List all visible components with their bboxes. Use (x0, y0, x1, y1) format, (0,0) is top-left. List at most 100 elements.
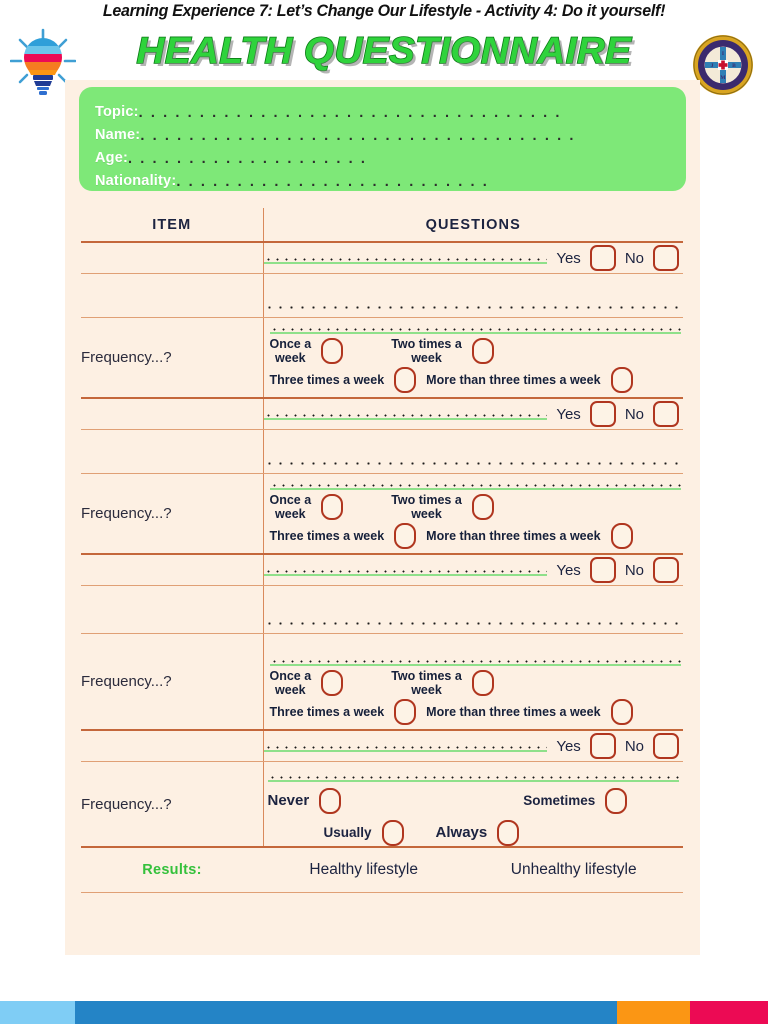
answer-line[interactable] (264, 762, 684, 782)
scale-option-sometimes[interactable]: Sometimes (523, 788, 628, 814)
scale-group: Never Sometimes Usually (264, 762, 684, 846)
freq-three-checkbox[interactable] (394, 699, 417, 725)
freq-more-checkbox[interactable] (610, 523, 633, 549)
svg-text:B: B (732, 63, 736, 69)
question-cell-yesno: Yes No (263, 242, 683, 274)
no-checkbox[interactable] (653, 557, 679, 583)
answer-line[interactable] (263, 250, 548, 266)
no-label: No (624, 405, 644, 423)
scale-option-always[interactable]: Always (436, 820, 520, 846)
answer-line[interactable] (269, 636, 681, 666)
answer-line[interactable] (263, 593, 684, 627)
freq-twice-checkbox[interactable] (471, 670, 494, 696)
info-row-nationality: Nationality: . . . . . . . . . . . . . .… (95, 166, 686, 189)
item-cell-frequency: Frequency...? (81, 633, 264, 731)
results-label: Results: (81, 847, 263, 893)
topic-input[interactable]: . . . . . . . . . . . . . . . . . . . . … (138, 107, 562, 119)
results-options: Healthy lifestyle Unhealthy lifestyle (263, 847, 683, 893)
freq-once-checkbox[interactable] (321, 494, 344, 520)
yesno-group: Yes No (263, 555, 684, 585)
yes-checkbox[interactable] (589, 401, 616, 427)
answer-line[interactable] (263, 406, 548, 422)
age-input[interactable]: . . . . . . . . . . . . . . . . . . . . (128, 153, 368, 165)
scale-never-label: Never (267, 792, 310, 809)
answer-line[interactable] (269, 320, 681, 334)
freq-option-more[interactable]: More than three times a week (426, 523, 633, 549)
question-cell-blank (263, 585, 684, 634)
freq-once-checkbox[interactable] (321, 670, 344, 696)
no-checkbox[interactable] (653, 733, 679, 759)
scale-row-2: Usually Always (264, 820, 684, 846)
freq-more-checkbox[interactable] (610, 367, 633, 393)
no-checkbox[interactable] (653, 245, 679, 271)
nationality-input[interactable]: . . . . . . . . . . . . . . . . . . . . … (176, 176, 489, 188)
freq-option-more-label: More than three times a week (426, 529, 601, 543)
page-title: HEALTH QUESTIONNAIRE (136, 29, 632, 72)
freq-twice-checkbox[interactable] (471, 494, 494, 520)
yesno-group: Yes No (263, 731, 684, 761)
yes-checkbox[interactable] (589, 245, 616, 271)
yesno-group: Yes No (263, 243, 684, 273)
answer-line[interactable] (263, 562, 548, 578)
yes-label: Yes (556, 249, 581, 267)
freq-option-three[interactable]: Three times a week (270, 699, 417, 725)
answer-line[interactable] (263, 738, 548, 754)
scale-never-checkbox[interactable] (319, 788, 342, 814)
answer-line[interactable] (263, 281, 684, 311)
scale-usually-checkbox[interactable] (381, 820, 404, 846)
no-checkbox[interactable] (653, 401, 679, 427)
answer-line[interactable] (263, 437, 684, 467)
answer-line[interactable] (269, 476, 681, 490)
scale-sometimes-checkbox[interactable] (605, 788, 628, 814)
freq-option-more[interactable]: More than three times a week (426, 367, 633, 393)
yes-checkbox[interactable] (589, 557, 616, 583)
freq-option-more[interactable]: More than three times a week (426, 699, 633, 725)
footer-color-bar (0, 1001, 768, 1024)
scale-option-never[interactable]: Never (268, 788, 342, 814)
freq-three-checkbox[interactable] (394, 367, 417, 393)
freq-option-three-label: Three times a week (269, 373, 385, 387)
freq-three-checkbox[interactable] (394, 523, 417, 549)
footer-segment-orange (617, 1001, 690, 1024)
worksheet-sheet: Topic: . . . . . . . . . . . . . . . . .… (65, 80, 700, 955)
question-cell-scale: Never Sometimes Usually (263, 761, 684, 848)
frequency-row-2: Three times a week More than three times… (270, 699, 682, 725)
question-cell-yesno: Yes No (263, 730, 683, 762)
item-cell-frequency: Frequency...? (81, 473, 264, 555)
yes-label: Yes (556, 737, 581, 755)
footer-segment-blue (75, 1001, 617, 1024)
header-questions: QUESTIONS (263, 208, 683, 243)
name-input[interactable]: . . . . . . . . . . . . . . . . . . . . … (140, 130, 576, 142)
footer-segment-lightblue (0, 1001, 75, 1024)
freq-option-three[interactable]: Three times a week (270, 367, 417, 393)
freq-more-checkbox[interactable] (610, 699, 633, 725)
freq-twice-checkbox[interactable] (471, 338, 494, 364)
scale-always-checkbox[interactable] (497, 820, 520, 846)
scale-always-label: Always (435, 824, 488, 841)
svg-text:I: I (722, 51, 724, 57)
freq-once-checkbox[interactable] (321, 338, 344, 364)
info-row-name: Name: . . . . . . . . . . . . . . . . . … (95, 120, 686, 143)
results-unhealthy[interactable]: Unhealthy lifestyle (510, 861, 637, 878)
results-healthy[interactable]: Healthy lifestyle (309, 861, 418, 878)
yes-checkbox[interactable] (589, 733, 616, 759)
freq-option-three[interactable]: Three times a week (270, 523, 417, 549)
scale-option-usually[interactable]: Usually (324, 820, 404, 846)
name-label: Name: (95, 127, 141, 143)
freq-option-more-label: More than three times a week (426, 373, 601, 387)
